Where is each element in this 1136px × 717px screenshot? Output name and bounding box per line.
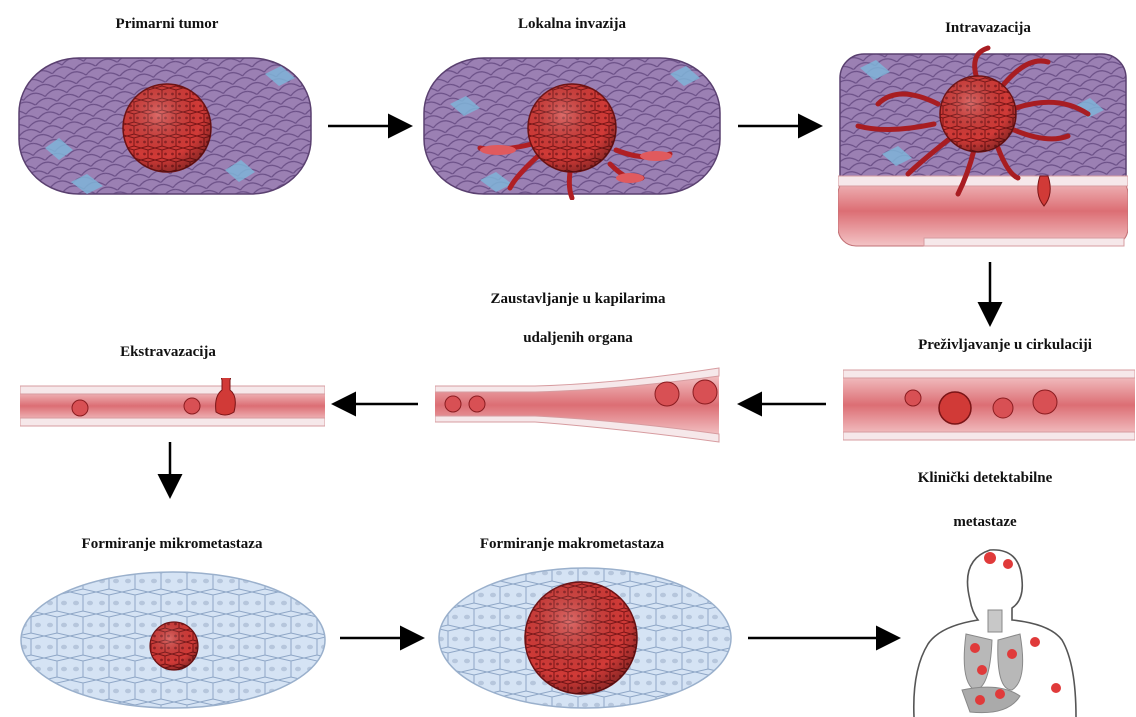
- flow-arrows: [0, 0, 1136, 717]
